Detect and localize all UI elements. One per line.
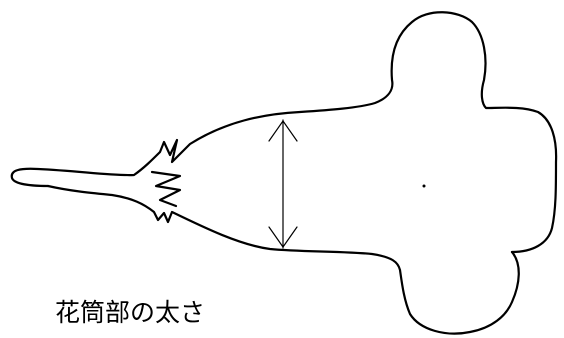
flower-outline-lower (46, 184, 520, 335)
calyx-teeth (150, 170, 182, 208)
corolla-dot (422, 184, 426, 188)
flower-outline-upper (10, 11, 558, 254)
caption-label: 花筒部の太さ (55, 298, 206, 327)
width-arrow (268, 119, 298, 249)
